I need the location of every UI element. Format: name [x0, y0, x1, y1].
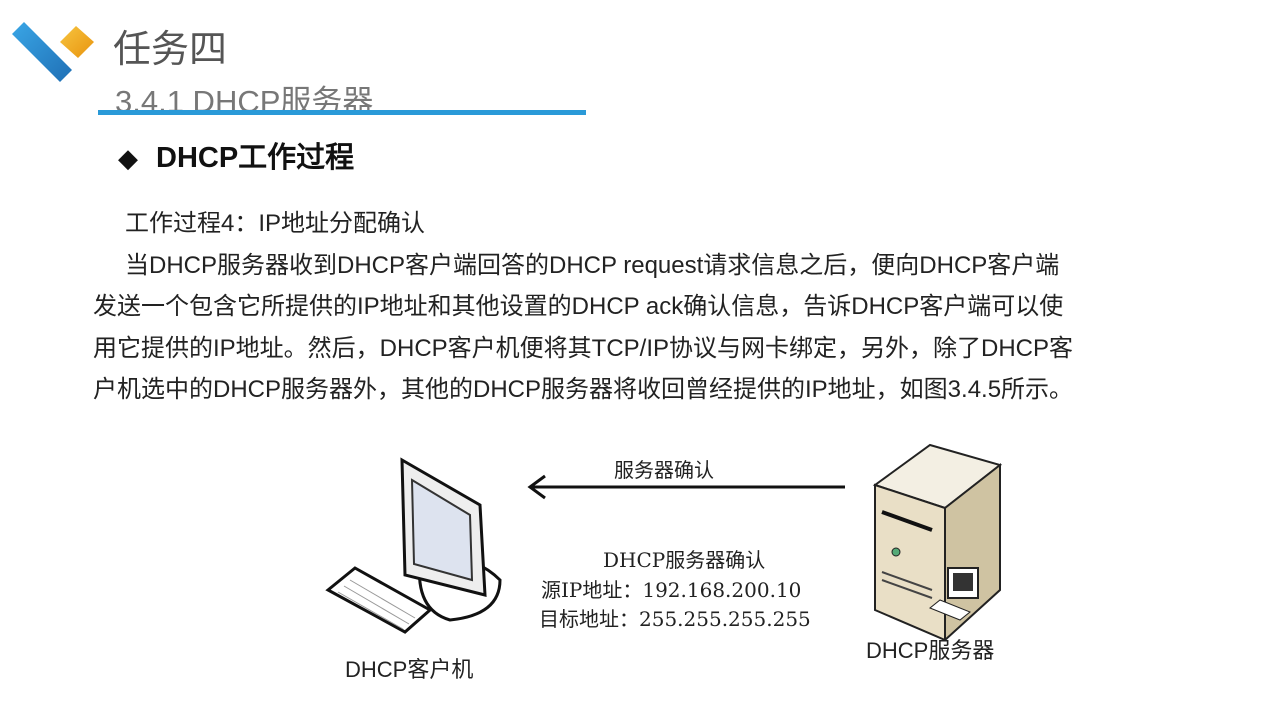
page-title: 任务四: [113, 29, 228, 71]
body-line-3: 发送一个包含它所提供的IP地址和其他设置的DHCP ack确认信息，告诉DHCP…: [93, 293, 1064, 320]
body-line-1: 工作过程4：IP地址分配确认: [125, 210, 426, 237]
client-label: DHCP客户机: [345, 657, 474, 682]
logo-icon: [12, 22, 94, 82]
body-line-4: 用它提供的IP地址。然后，DHCP客户机便将其TCP/IP协议与网卡绑定，另外，…: [93, 335, 1074, 362]
arrow-label: 服务器确认: [614, 458, 714, 482]
diamond-bullet-icon: ◆: [118, 143, 138, 173]
section-heading-text: DHCP工作过程: [156, 142, 355, 174]
body-line-2: 当DHCP服务器收到DHCP客户端回答的DHCP request请求信息之后，便…: [125, 252, 1060, 279]
body-line-5: 户机选中的DHCP服务器外，其他的DHCP服务器将收回曾经提供的IP地址，如图3…: [93, 376, 1074, 403]
dhcp-diagram: [325, 443, 1003, 640]
packet-title: DHCP服务器确认: [603, 548, 766, 572]
client-computer-icon: [325, 457, 502, 634]
packet-destination-ip: 目标地址：255.255.255.255: [539, 607, 811, 631]
packet-source-ip: 源IP地址：192.168.200.10: [541, 578, 802, 602]
server-icon: [872, 443, 1003, 640]
arrow-left-icon: [527, 474, 546, 500]
server-label: DHCP服务器: [866, 638, 995, 663]
title-underline: [98, 110, 586, 115]
section-heading: ◆ DHCP工作过程: [118, 134, 354, 176]
